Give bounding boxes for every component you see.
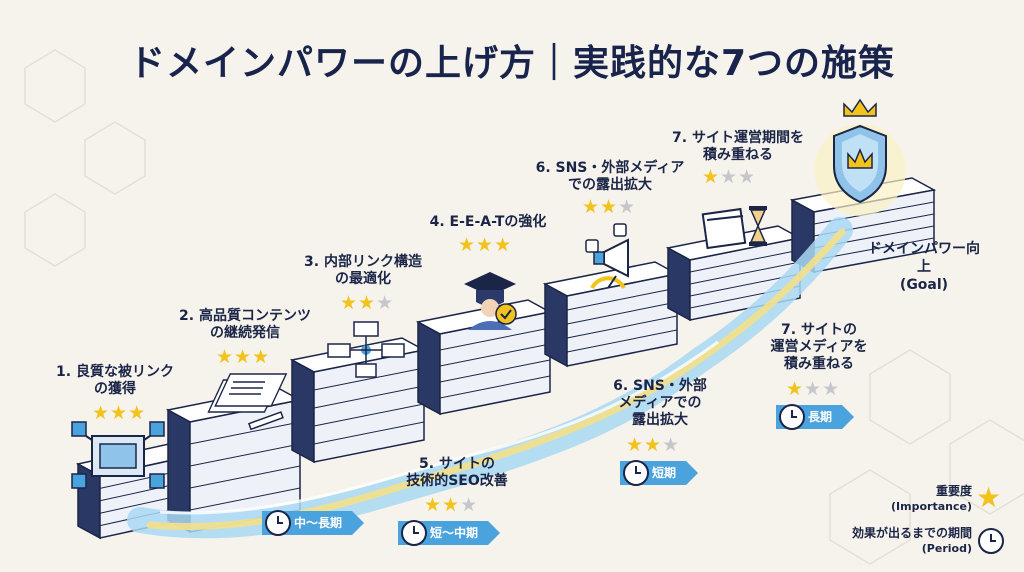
goal-label: ドメインパワー向上 (Goal) (868, 241, 980, 293)
clock-icon (779, 404, 805, 430)
legend-period-label: 効果が出るまでの期間 (Period) (851, 526, 972, 555)
step-rating: ★★★ (92, 404, 146, 423)
clock-icon (623, 460, 649, 486)
step-tread (189, 465, 301, 489)
star-filled-icon: ★ (216, 346, 235, 368)
step-rating: ★★★ (340, 294, 394, 313)
step-tread (313, 367, 425, 391)
star-filled-icon: ★ (252, 346, 271, 368)
step-tread (189, 443, 301, 467)
timeline-rating: ★★★ (786, 380, 840, 399)
star-empty-icon: ★ (804, 378, 823, 400)
calendar-hourglass-icon (701, 206, 767, 250)
star-empty-icon: ★ (618, 196, 637, 218)
step-left-face (667, 246, 691, 322)
legend-importance-label: 重要度 (Importance) (891, 484, 972, 513)
timeline-rating: ★★★ (424, 496, 478, 515)
network-blocks-icon (71, 421, 165, 489)
star-empty-icon: ★ (738, 166, 757, 188)
timeline-label: 7. サイトの 運営メディアを 積み重ねる (770, 322, 868, 372)
star-empty-icon: ★ (662, 434, 681, 456)
step-tread (189, 487, 301, 511)
star-filled-icon: ★ (358, 292, 377, 314)
clock-icon (401, 520, 427, 546)
star-filled-icon: ★ (442, 494, 461, 516)
graduate-badge-icon (464, 272, 517, 330)
hexagon-pattern (24, 49, 1024, 565)
star-filled-icon: ★ (424, 494, 443, 516)
step-label: 6. SNS・外部メディア での露出拡大 (535, 160, 685, 193)
star-filled-icon: ★ (340, 292, 359, 314)
step-front-face (566, 273, 678, 367)
step-tread (439, 375, 551, 399)
star-filled-icon: ★ (626, 434, 645, 456)
star-filled-icon: ★ (702, 166, 721, 188)
star-filled-icon: ★ (110, 402, 129, 424)
step-label: 4. E-E-A-Tの強化 (429, 214, 547, 230)
star-filled-icon: ★ (786, 378, 805, 400)
step-rating: ★★★ (458, 236, 512, 255)
star-empty-icon: ★ (822, 378, 841, 400)
megaphone-social-icon (585, 223, 629, 290)
star-filled-icon: ★ (92, 402, 111, 424)
step-left-face (291, 358, 315, 464)
star-filled-icon: ★ (582, 196, 601, 218)
step-tread (189, 421, 301, 445)
star-empty-icon: ★ (460, 494, 479, 516)
step-rating: ★★★ (582, 198, 636, 217)
step-label: 1. 良質な被リンク の獲得 (56, 364, 174, 397)
step-tread (313, 403, 425, 427)
legend-clock-icon (978, 528, 1004, 554)
step-left-face (417, 320, 441, 416)
star-filled-icon: ★ (476, 234, 495, 256)
step-tread (439, 343, 551, 367)
step-label: 7. サイト運営期間を 積み重ねる (672, 130, 804, 163)
documents-pen-icon (207, 373, 288, 431)
step-tread (439, 359, 551, 383)
star-empty-icon: ★ (376, 292, 395, 314)
crown-shield-icon (814, 98, 906, 216)
clock-icon (265, 510, 291, 536)
star-empty-icon: ★ (720, 166, 739, 188)
step-tread (313, 421, 425, 445)
step-tread (689, 261, 801, 285)
step-rating: ★★★ (702, 168, 756, 187)
timeline-label: 5. サイトの 技術的SEO改善 (406, 456, 508, 489)
star-filled-icon: ★ (458, 234, 477, 256)
star-filled-icon: ★ (644, 434, 663, 456)
legend-star-icon: ★ (976, 481, 1002, 514)
page-title: ドメインパワーの上げ方｜実践的な7つの施策 (128, 43, 896, 84)
step-tread (439, 327, 551, 351)
step-tread (566, 301, 678, 325)
sitemap-icon (327, 321, 405, 378)
step-tread (566, 329, 678, 353)
step-tread (689, 249, 801, 273)
step-left-face (544, 282, 568, 368)
star-filled-icon: ★ (128, 402, 147, 424)
step-tread (566, 287, 678, 311)
step-tread (566, 315, 678, 339)
star-filled-icon: ★ (600, 196, 619, 218)
step-tread (313, 385, 425, 409)
star-filled-icon: ★ (234, 346, 253, 368)
timeline-label: 6. SNS・外部 メディアでの 露出拡大 (613, 378, 707, 428)
step-rating: ★★★ (216, 348, 270, 367)
step-label: 3. 内部リンク構造 の最適化 (304, 254, 422, 287)
star-filled-icon: ★ (494, 234, 513, 256)
timeline-rating: ★★★ (626, 436, 680, 455)
step-label: 2. 高品質コンテンツ の継続発信 (179, 308, 311, 341)
